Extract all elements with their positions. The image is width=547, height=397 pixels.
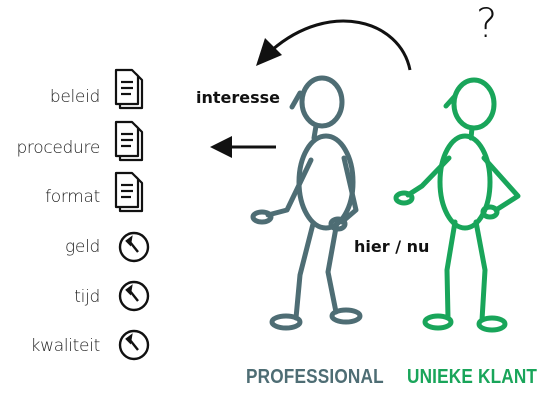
left-arrow	[210, 136, 276, 158]
item-label-procedure: procedure	[16, 138, 100, 158]
item-label-beleid: beleid	[49, 87, 100, 107]
document-icon	[114, 171, 144, 213]
item-label-tijd: tijd	[74, 287, 100, 307]
role-professional: PROFESSIONAL	[246, 366, 384, 388]
client-figure	[393, 77, 521, 333]
gauge-icon	[118, 231, 150, 263]
item-label-geld: geld	[65, 237, 100, 257]
question-mark: ?	[476, 1, 498, 47]
role-client: UNIEKE KLANT	[407, 366, 538, 388]
interest-label: interesse	[196, 88, 281, 107]
here-now-label: hier / nu	[354, 237, 430, 256]
gauge-icon	[118, 280, 150, 312]
professional-figure	[250, 75, 363, 331]
document-icon	[114, 120, 144, 162]
document-icon	[114, 68, 144, 110]
gauge-icon	[118, 329, 150, 361]
curved-arrow	[256, 19, 412, 71]
item-label-kwaliteit: kwaliteit	[30, 336, 101, 356]
item-label-format: format	[45, 187, 100, 207]
